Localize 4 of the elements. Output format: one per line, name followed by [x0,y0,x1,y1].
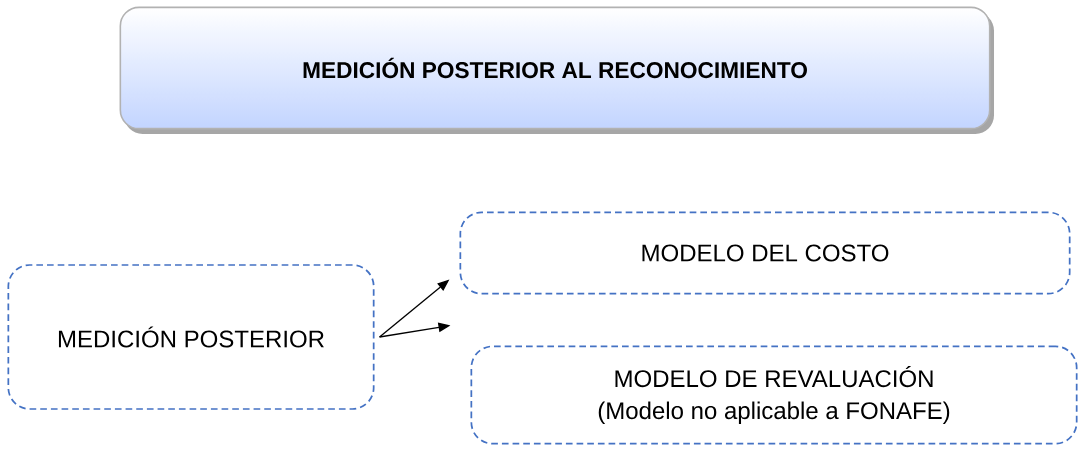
process-box: MODELO DEL COSTO [459,211,1071,295]
process-box: MEDICIÓN POSTERIOR [7,264,375,410]
title-box: MEDICIÓN POSTERIOR AL RECONOCIMIENTO [119,6,991,130]
process-box: MODELO DE REVALUACIÓN (Modelo no aplicable a FONAFE) [470,345,1078,445]
